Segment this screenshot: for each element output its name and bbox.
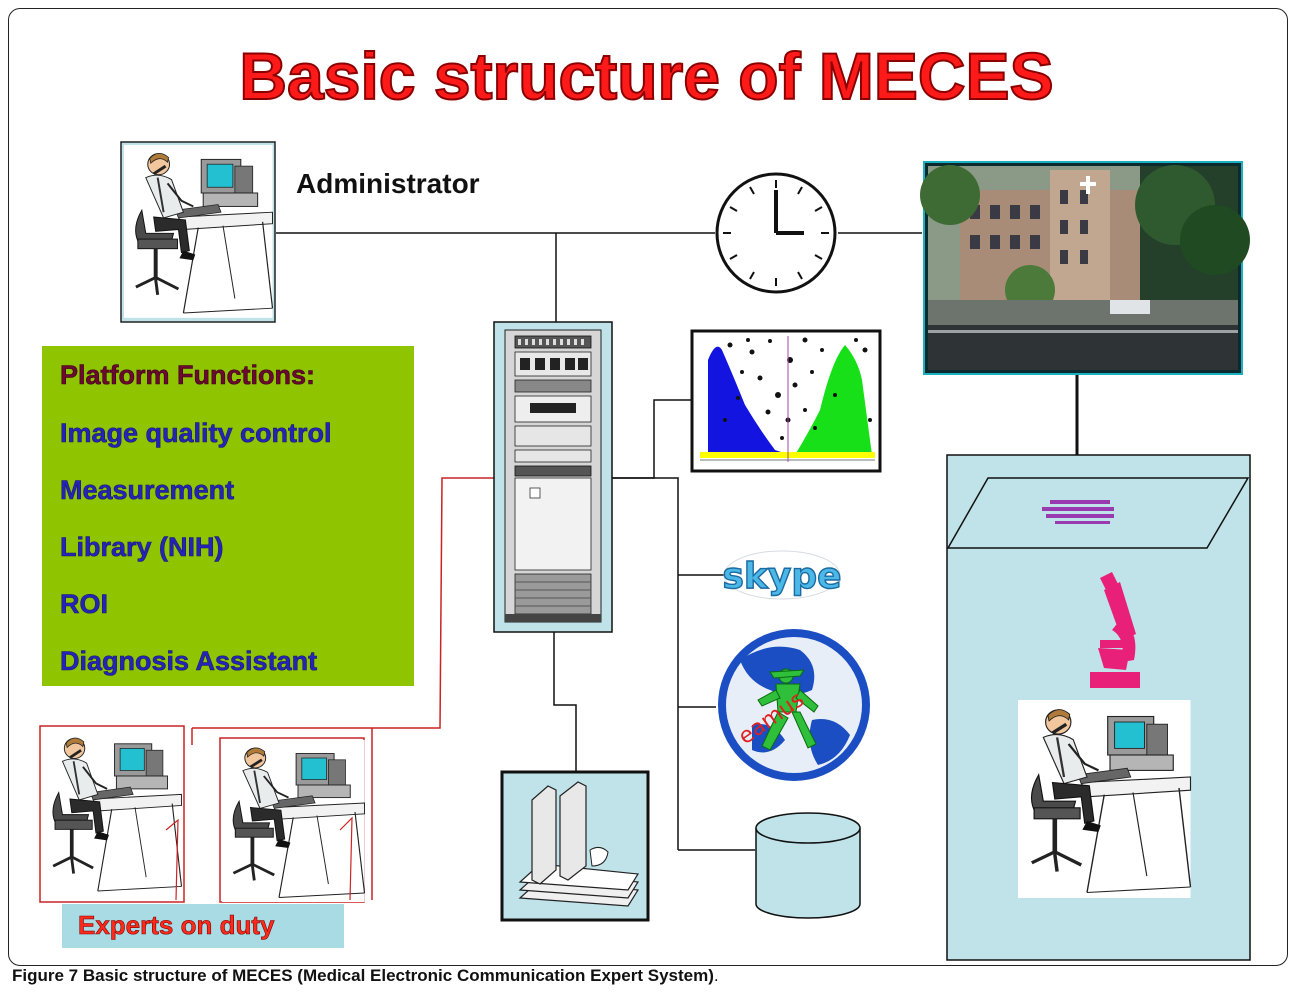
microscope-icon: [1090, 572, 1140, 688]
administrator-label: Administrator: [296, 168, 480, 199]
platform-function-item: Image quality control: [60, 418, 332, 449]
chart-line: [612, 399, 692, 479]
skype-logo: skype: [722, 550, 842, 600]
caption-text: Basic structure of MECES (Medical Electr…: [82, 966, 714, 985]
skype-text: skype: [722, 556, 841, 597]
microscope-slide: [946, 477, 1250, 549]
archive-documents-icon: [500, 770, 650, 922]
hospital-photo: [920, 161, 1250, 375]
platform-function-item: Library (NIH): [60, 532, 224, 563]
clock-icon: [715, 172, 837, 294]
laboratory-panel: [946, 454, 1251, 961]
services-bus-line: [612, 477, 679, 850]
caption-label: Figure 7: [12, 966, 79, 985]
expert-workstation-1: [39, 725, 185, 903]
expert-workstation-2: [219, 737, 367, 904]
platform-function-item: Measurement: [60, 475, 235, 506]
platform-functions-box: Platform Functions: Image quality contro…: [42, 346, 414, 686]
administrator-workstation-icon: [120, 141, 276, 323]
platform-functions-heading: Platform Functions:: [60, 360, 316, 391]
platform-function-item: ROI: [60, 589, 109, 620]
lab-workstation-icon: [1018, 700, 1191, 898]
histogram-chart-image: [690, 329, 882, 473]
eamus-logo: eamus: [718, 629, 870, 781]
caption-tail: .: [713, 966, 719, 985]
experts-label-box: Experts on duty: [62, 904, 344, 948]
experts-label: Experts on duty: [78, 910, 275, 941]
slide-specimen: [1042, 500, 1114, 524]
figure-frame: [8, 8, 1288, 966]
figure-caption: Figure 7 Basic structure of MECES (Medic…: [12, 966, 719, 986]
archive-line: [553, 632, 577, 772]
experts-link-line: [192, 477, 505, 729]
server-rack-icon: [493, 321, 613, 633]
database-icon: [755, 812, 861, 919]
figure-title: Basic structure of MECES: [238, 38, 1054, 114]
platform-function-item: Diagnosis Assistant: [60, 646, 318, 677]
